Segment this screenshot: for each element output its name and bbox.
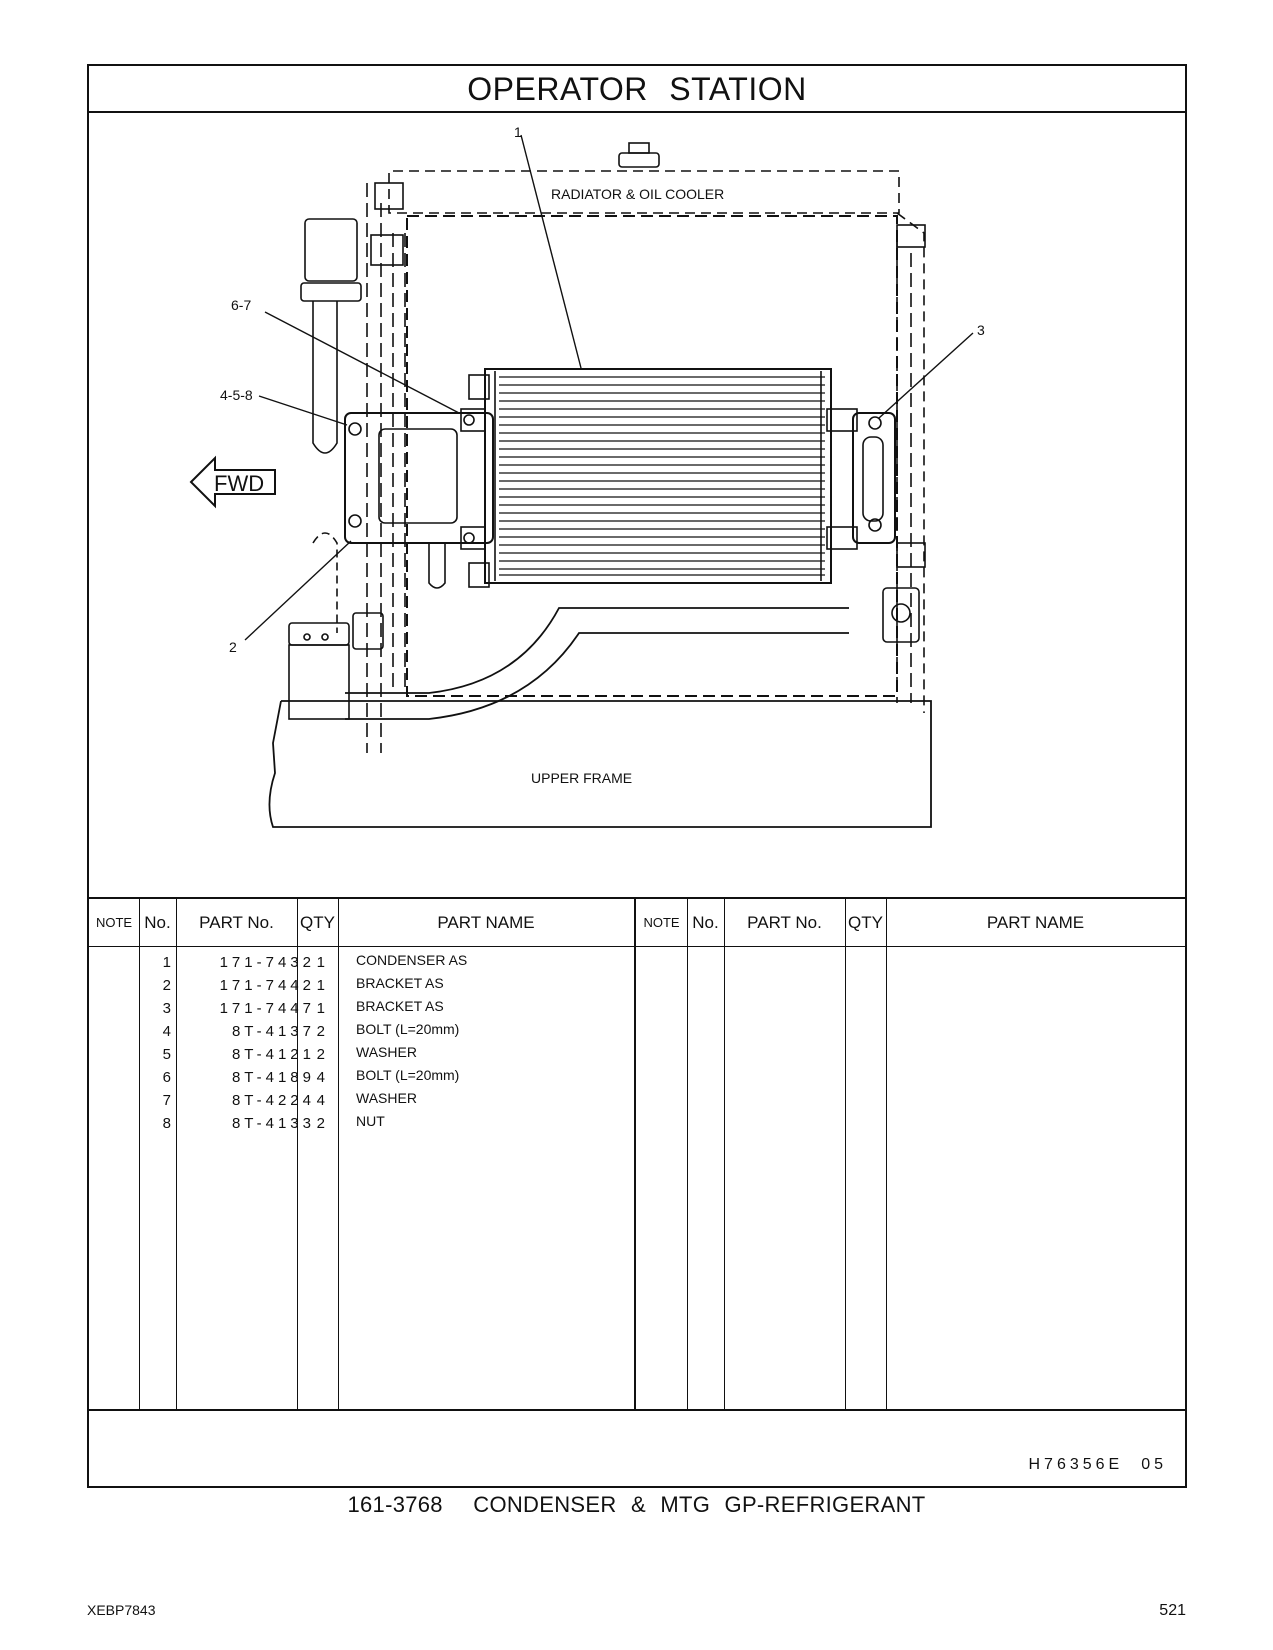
radiator-right-side (896, 212, 925, 713)
header-part-name-right: PART NAME (986, 913, 1085, 932)
parts-table: NOTE No. PART No. QTY PART NAME NOTE No.… (89, 899, 1185, 1411)
page-number: 521 (1159, 1602, 1186, 1619)
upper-frame-label: UPPER FRAME (531, 770, 632, 786)
header-note: NOTE (95, 915, 133, 930)
refrigerant-hose (345, 607, 849, 694)
condenser-core (484, 368, 832, 584)
bracket-right (852, 412, 896, 544)
header-no: No. (144, 913, 171, 932)
callout-3: 3 (977, 322, 985, 338)
condenser-illustration: 1 6-7 4-5-8 3 2 RADIATOR & OIL COOLER UP… (189, 124, 985, 828)
callout-2: 2 (229, 639, 237, 655)
radiator-cap (618, 152, 660, 168)
header-qty-right: QTY (848, 913, 883, 932)
callout-6-7: 6-7 (231, 297, 251, 313)
header-qty: QTY (300, 913, 335, 932)
header-part-no: PART No. (199, 913, 274, 932)
header-part-no-right: PART No. (747, 913, 822, 932)
page-frame: OPERATOR STATION (87, 64, 1187, 1488)
callout-1: 1 (514, 124, 522, 140)
header-note-right: NOTE (643, 915, 680, 930)
fwd-label: FWD (214, 471, 264, 496)
caption-number: 161-3768 (347, 1492, 443, 1517)
group-caption: 161-3768 CONDENSER & MTG GP-REFRIGERANT (0, 1492, 1273, 1518)
fwd-arrow (189, 455, 276, 509)
illustration-number: H76356E (1028, 1456, 1124, 1473)
callout-4-5-8: 4-5-8 (220, 387, 253, 403)
bracket-left (344, 412, 494, 544)
illustration-code: H76356E 05 (1028, 1456, 1167, 1474)
radiator-core-outline (406, 215, 898, 697)
parts-diagram: 1 6-7 4-5-8 3 2 RADIATOR & OIL COOLER UP… (89, 113, 1185, 899)
document-id: XEBP7843 (87, 1602, 156, 1618)
condenser-fins (499, 376, 825, 576)
receiver-drier (304, 218, 358, 282)
header-part-name: PART NAME (437, 913, 535, 932)
upper-frame (268, 700, 932, 828)
page-title: OPERATOR STATION (89, 66, 1185, 113)
illustration-revision: 05 (1141, 1456, 1167, 1473)
radiator-label: RADIATOR & OIL COOLER (551, 186, 724, 202)
header-no-right: No. (692, 913, 719, 932)
radiator-outline (388, 170, 900, 214)
caption-text: CONDENSER & MTG GP-REFRIGERANT (473, 1492, 926, 1517)
